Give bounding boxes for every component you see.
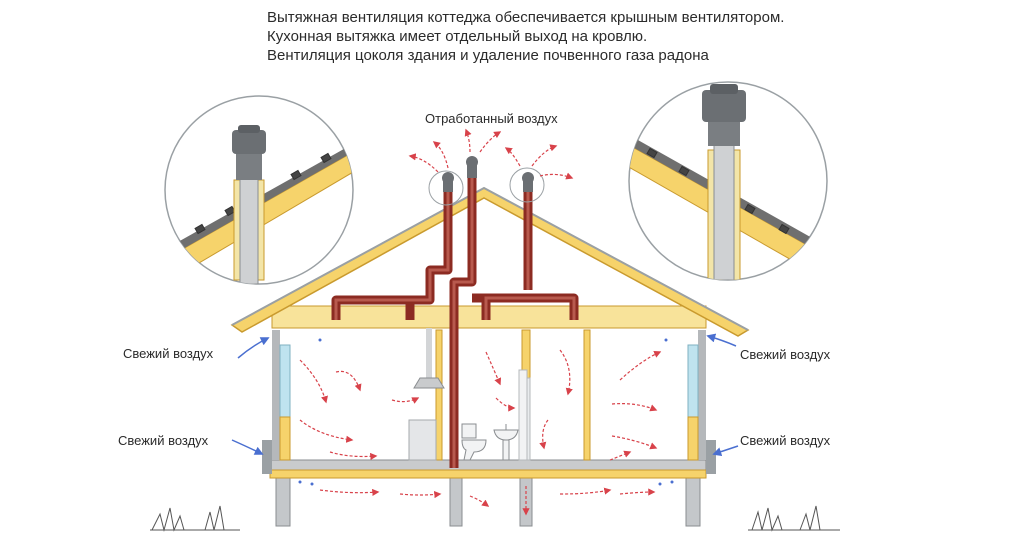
grass-icon <box>150 505 840 532</box>
sewer-pipe <box>518 369 528 461</box>
kitchen-cabinet <box>408 419 437 461</box>
interior-walls <box>435 329 591 461</box>
detail-marker-left <box>428 170 464 206</box>
caption-line-1: Вытяжная вентиляция коттеджа обеспечивае… <box>267 9 785 26</box>
caption-line-2: Кухонная вытяжка имеет отдельный выход н… <box>267 28 648 45</box>
right-wall <box>687 330 716 474</box>
fresh-air-label-left-upper: Свежий воздух <box>123 346 214 361</box>
detail-circle-right <box>628 81 828 281</box>
floor-slab <box>269 459 707 479</box>
fresh-air-label-right-upper: Свежий воздух <box>740 347 831 362</box>
kitchen-hood-icon <box>413 328 445 389</box>
roof <box>230 186 750 337</box>
detail-circle-left <box>164 95 354 285</box>
exhaust-air-arrows <box>408 128 574 180</box>
roof-fan-icon <box>442 156 534 192</box>
fresh-air-dots <box>298 338 674 486</box>
toilet-icon <box>461 423 487 461</box>
fresh-air-label-right-lower: Свежий воздух <box>740 433 831 448</box>
fresh-air-label-left-lower: Свежий воздух <box>118 433 209 448</box>
exhaust-air-label: Отработанный воздух <box>425 111 558 126</box>
fresh-air-arrows <box>231 333 739 456</box>
caption: Вытяжная вентиляция коттеджа обеспечивае… <box>267 8 784 65</box>
exhaust-duct-detail <box>334 172 576 468</box>
sink-icon <box>493 424 519 461</box>
left-wall <box>262 330 291 474</box>
foundation-posts <box>275 477 701 527</box>
caption-line-3: Вентиляция цоколя здания и удаление почв… <box>267 47 709 64</box>
indoor-airflow-arrows <box>299 349 662 516</box>
detail-marker-right <box>509 167 545 203</box>
